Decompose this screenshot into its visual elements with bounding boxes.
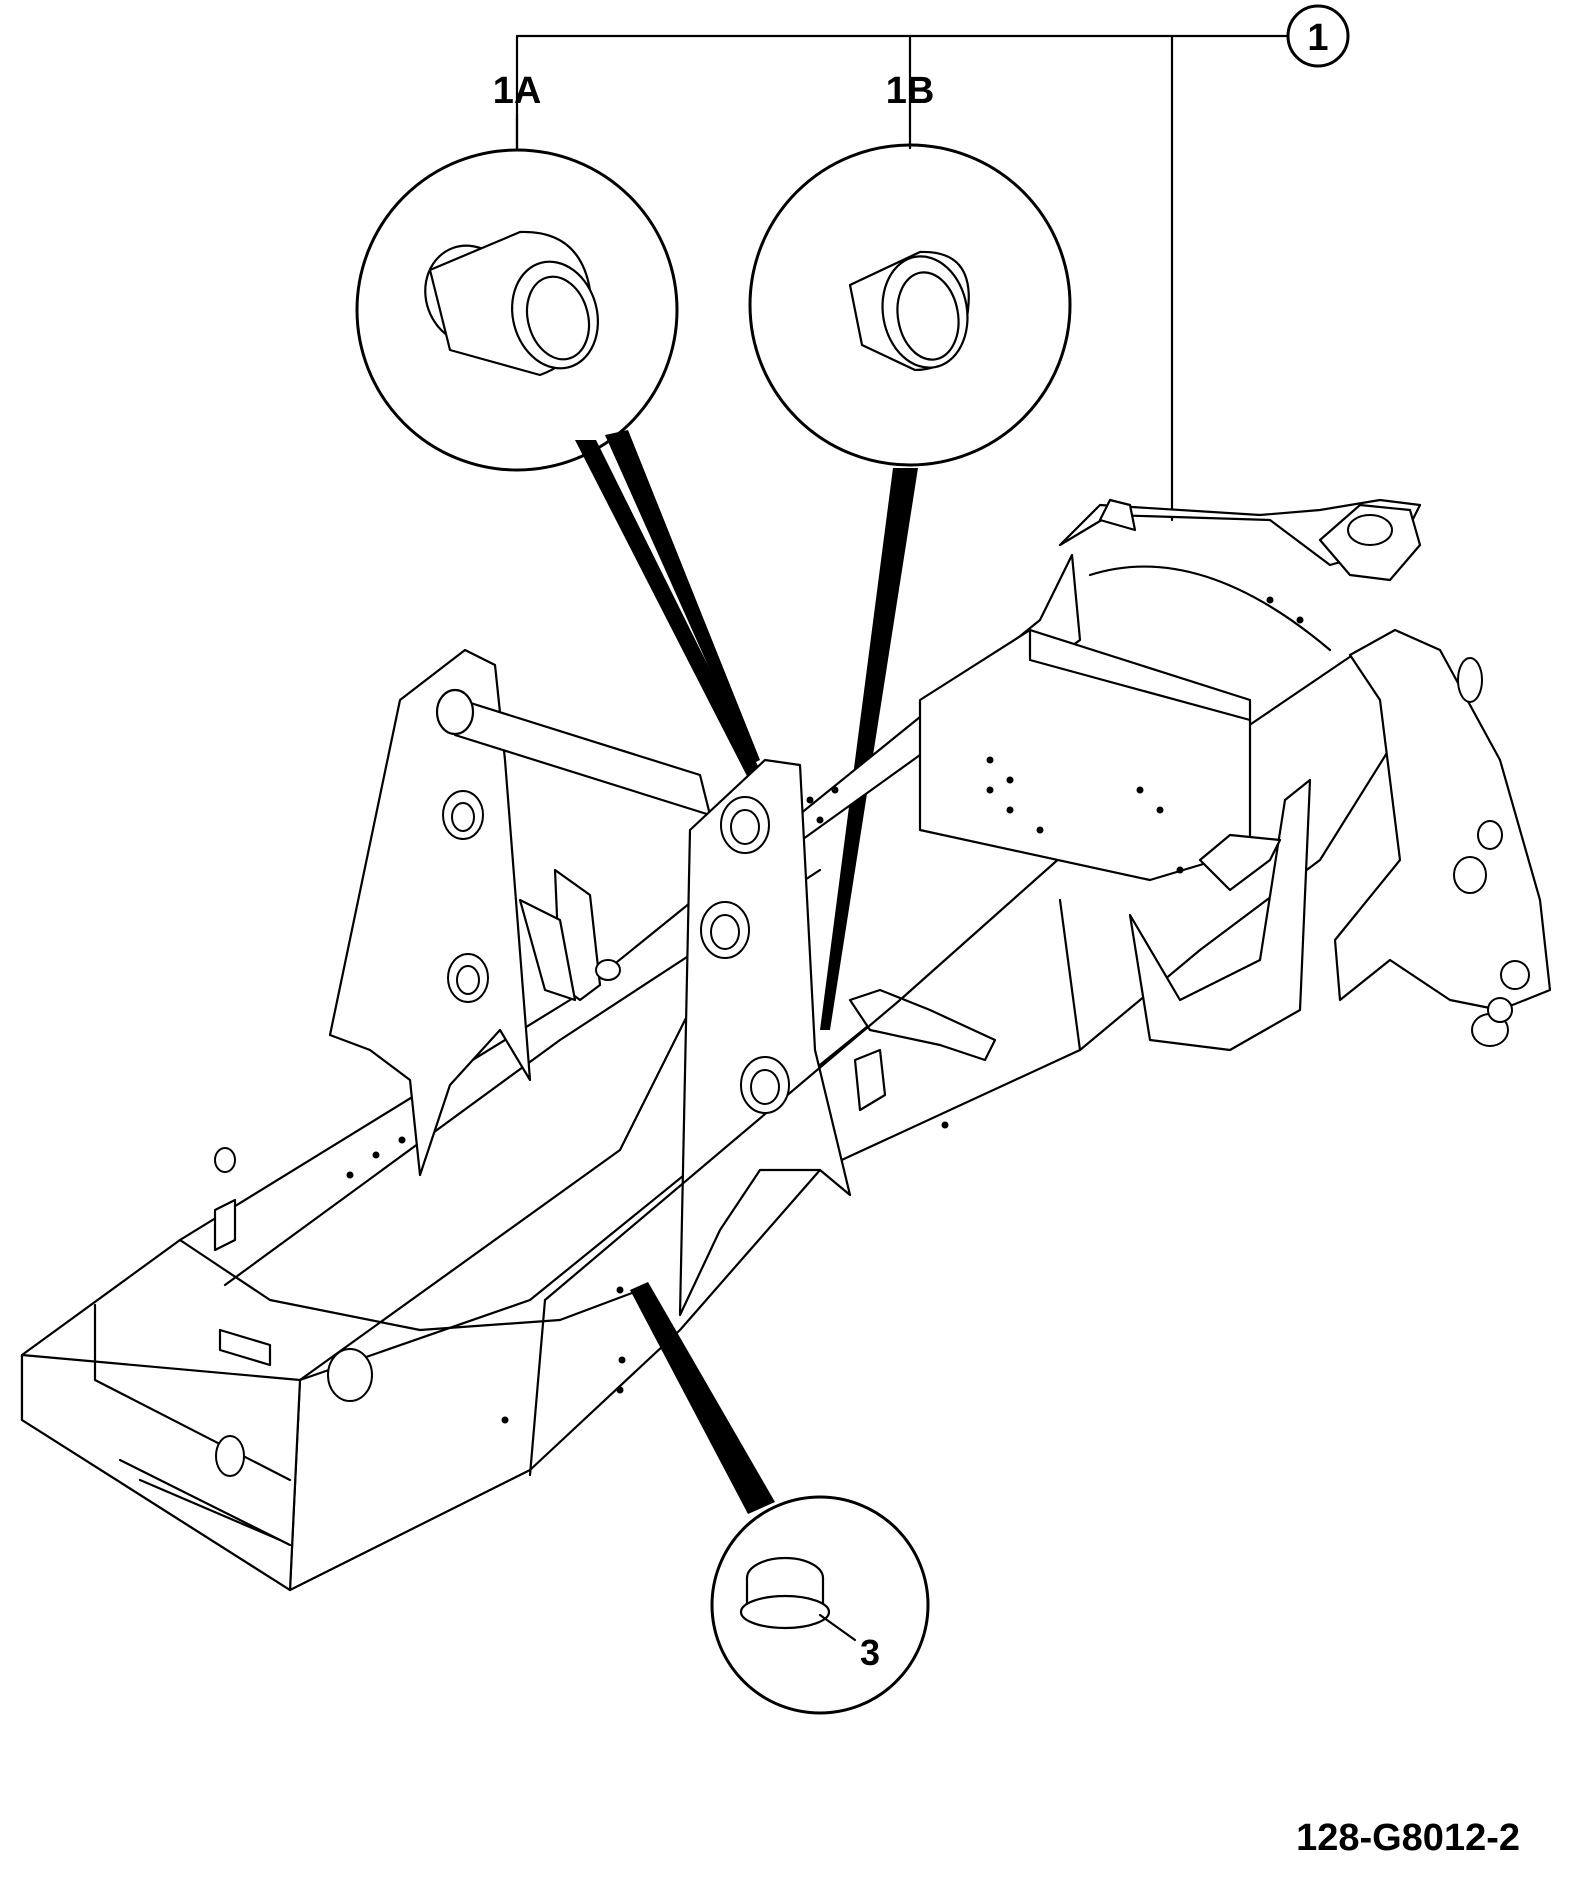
callout-1-circle	[1286, 4, 1350, 68]
callout-1a-label: 1A	[493, 70, 542, 112]
detail-bubble-1a	[355, 148, 760, 778]
callout-1-label: 1	[1307, 17, 1328, 59]
frame-bolt-dots	[346, 596, 1304, 1424]
callout-1-leaders	[515, 34, 1292, 522]
frame-outline	[20, 498, 1552, 1592]
detail-bubble-3	[630, 1282, 930, 1715]
callout-1b-label: 1B	[886, 70, 935, 112]
detail-bubble-1b	[748, 143, 1072, 1030]
callout-3-label: 3	[860, 1632, 880, 1673]
figure-id: 128-G8012-2	[1296, 1817, 1520, 1859]
frame-holes	[214, 657, 1530, 1477]
